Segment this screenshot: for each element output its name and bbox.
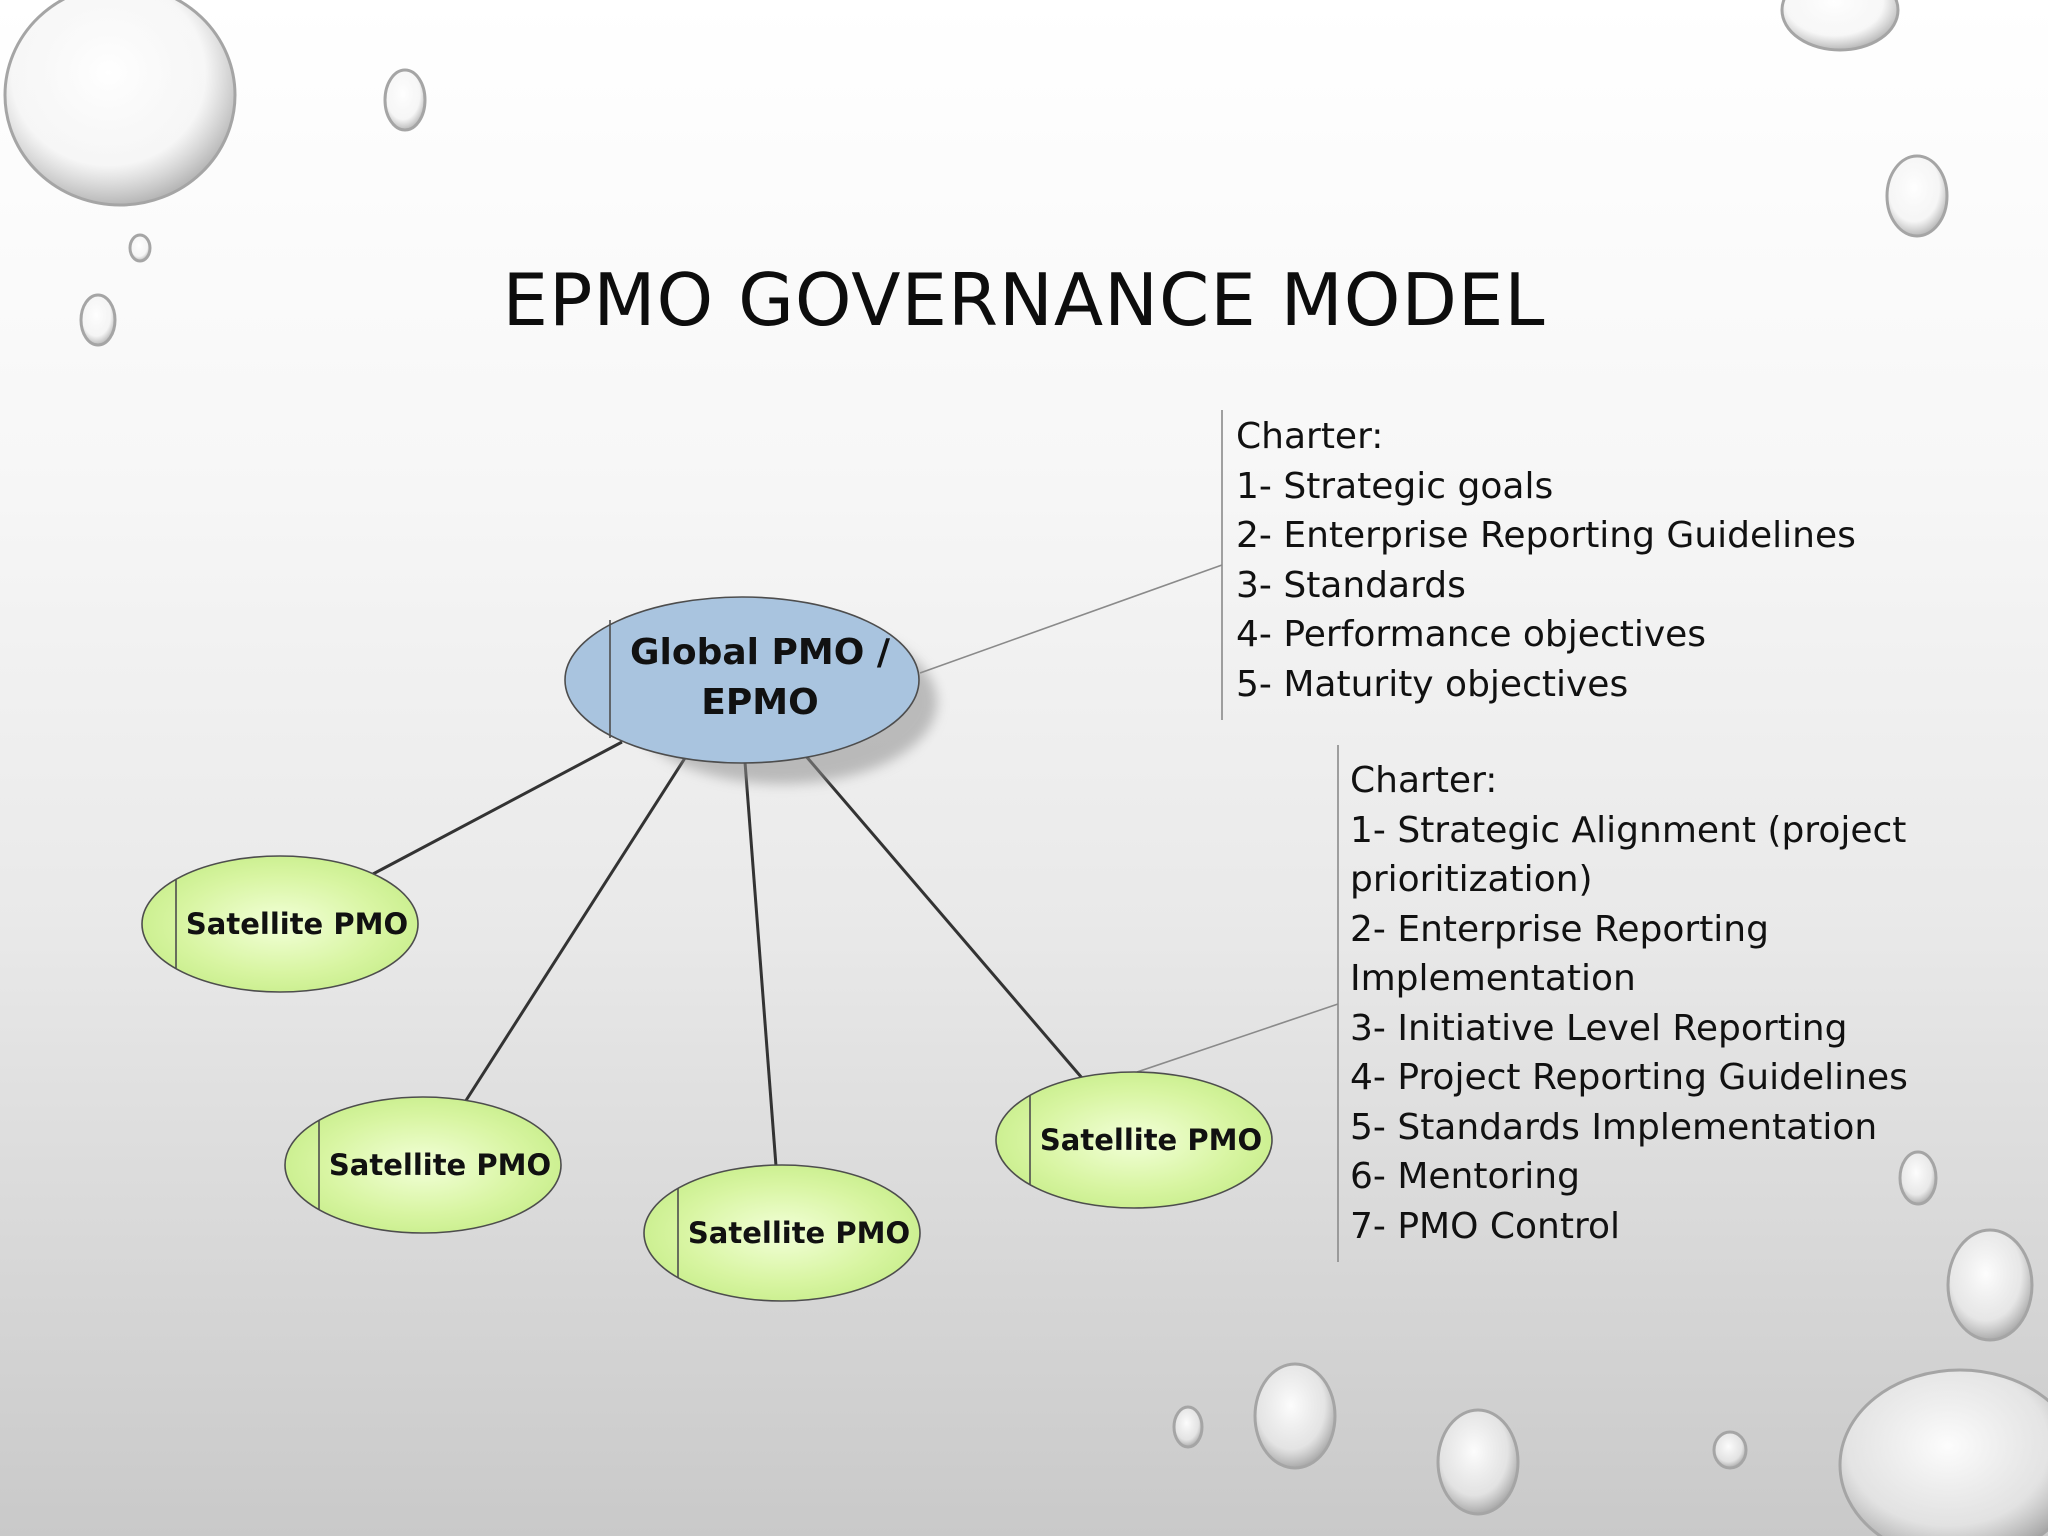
charter-item: 5- Maturity objectives — [1236, 663, 1629, 705]
charter-item: 2- Enterprise Reporting Guidelines — [1236, 515, 1856, 556]
connector-line — [803, 754, 1084, 1079]
connector-line — [372, 740, 623, 876]
connector-line — [463, 757, 687, 1103]
satellite-node-2 — [284, 1096, 562, 1234]
charter-item: 3- Standards — [1236, 564, 1466, 606]
connector-line — [743, 761, 778, 1167]
drop — [1436, 1408, 1520, 1516]
satellite-node-label: Satellite PMO — [1039, 1123, 1263, 1157]
drop — [1780, 0, 1900, 52]
global-node — [564, 596, 920, 764]
drop — [1172, 1405, 1204, 1449]
charter-heading: Charter: — [1350, 760, 1498, 801]
connectors — [372, 740, 1084, 1167]
drop — [1712, 1430, 1748, 1470]
global-charter: Charter: 1- Strategic goals 2- Enterpris… — [1236, 412, 1956, 709]
callout-line-global — [919, 564, 1223, 674]
charter-item: 3- Initiative Level Reporting — [1350, 1007, 1848, 1049]
satellite-node-label: Satellite PMO — [328, 1148, 552, 1182]
drop — [128, 233, 152, 263]
drop — [383, 68, 427, 132]
global-node-label-line2: EPMO — [701, 682, 819, 723]
global-node-label-line1: Global PMO / — [629, 632, 891, 673]
charter-item: 1- Strategic Alignment (project prioriti… — [1350, 809, 1907, 901]
satellite-node-3 — [643, 1164, 921, 1302]
charter-item: 4- Performance objectives — [1236, 614, 1707, 655]
charter-item: 2- Enterprise Reporting Implementation — [1350, 908, 1769, 1000]
drop — [1253, 1362, 1337, 1470]
slide-title: EPMO GOVERNANCE MODEL — [502, 258, 1546, 342]
charter-heading: Charter: — [1236, 416, 1384, 457]
charter-item: 1- Strategic goals — [1236, 465, 1554, 507]
charter-item: 6- Mentoring — [1350, 1156, 1580, 1197]
satellite-node-label: Satellite PMO — [185, 907, 409, 941]
callout-line-satellite — [1136, 1003, 1339, 1073]
drop — [1898, 1150, 1938, 1206]
drop — [1946, 1228, 2034, 1342]
satellite-charter: Charter: 1- Strategic Alignment (project… — [1350, 756, 1910, 1251]
drop — [1838, 1368, 2048, 1536]
satellite-node-4 — [995, 1071, 1273, 1209]
callout-lines — [919, 410, 1339, 1262]
global-node-label: Global PMO / EPMO — [620, 628, 900, 728]
satellite-node-label: Satellite PMO — [687, 1216, 911, 1250]
charter-item: 4- Project Reporting Guidelines — [1350, 1057, 1908, 1098]
charter-item: 7- PMO Control — [1350, 1205, 1621, 1247]
drop — [3, 0, 237, 207]
charter-item: 5- Standards Implementation — [1350, 1106, 1878, 1148]
drop — [79, 293, 117, 347]
drop — [1885, 154, 1949, 238]
satellite-node-1 — [141, 855, 419, 993]
